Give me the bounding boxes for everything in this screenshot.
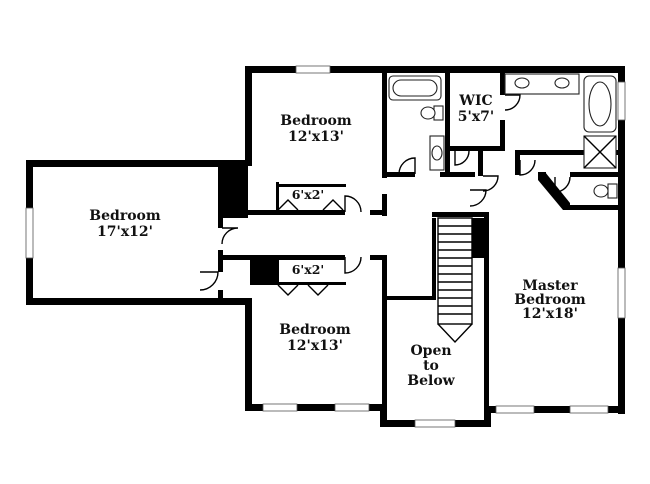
window-north-bedroom — [295, 65, 331, 74]
label-wic-dims: 5'x7' — [458, 109, 494, 125]
label-wic-name: WIC — [458, 93, 492, 109]
window-south-bedroom-1 — [262, 403, 298, 412]
interior-walls — [218, 66, 618, 412]
window-master-east — [617, 267, 626, 319]
bath-fixtures — [388, 73, 618, 199]
label-closet-south: 6'x2' — [292, 262, 325, 277]
label-open-line2: to — [423, 358, 439, 374]
staircase — [437, 217, 473, 344]
label-bedroom-north-name: Bedroom — [280, 113, 352, 129]
closet-doors — [276, 182, 346, 296]
window-bath-east — [617, 81, 626, 121]
label-master-line2: Bedroom — [514, 292, 586, 308]
label-bedroom-south-name: Bedroom — [279, 322, 351, 338]
label-master-line1: Master — [522, 278, 578, 294]
label-bedroom-north-dims: 12'x13' — [288, 129, 344, 145]
label-open-line3: Below — [407, 373, 455, 389]
label-closet-north: 6'x2' — [292, 187, 325, 202]
label-bedroom-west-dims: 17'x12' — [97, 224, 153, 240]
window-master-2 — [569, 405, 609, 414]
window-south-bedroom-2 — [334, 403, 370, 412]
window-master-1 — [495, 405, 535, 414]
room-labels: Bedroom 17'x12' Bedroom 12'x13' Bedroom … — [89, 93, 586, 389]
windows — [25, 65, 626, 428]
window-west-bedroom — [25, 207, 34, 259]
label-master-dims: 12'x18' — [522, 306, 578, 322]
label-bedroom-west-name: Bedroom — [89, 208, 161, 224]
window-open-below — [414, 419, 456, 428]
label-bedroom-south-dims: 12'x13' — [287, 338, 343, 354]
label-open-line1: Open — [410, 343, 451, 359]
toilet-master — [607, 183, 618, 199]
door-swings — [199, 94, 571, 291]
